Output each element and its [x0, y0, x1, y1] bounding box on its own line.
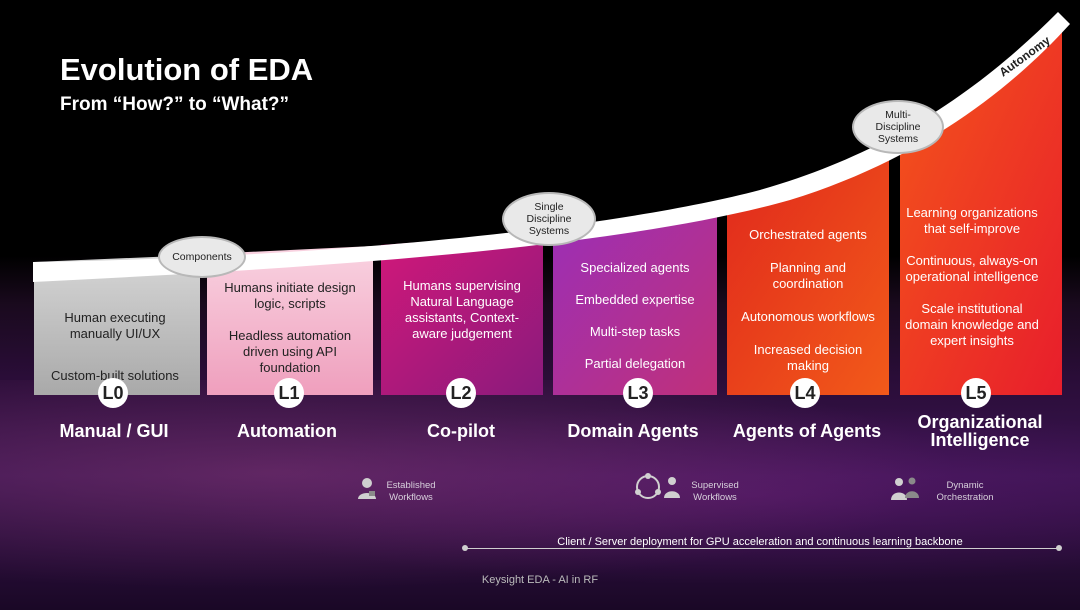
single-line-3: Systems — [528, 225, 570, 237]
multi-line-1: Multi- — [885, 109, 911, 121]
level-badge-l5: L5 — [961, 378, 991, 408]
l3-item: Specialized agents — [580, 260, 690, 275]
deployment-line — [465, 548, 1059, 549]
column-l1-text: Humans initiate design logic, scripts He… — [214, 280, 366, 376]
workflow-supervised-label: Supervised Workflows — [684, 480, 746, 504]
level-name-l5: Organizational Intelligence — [917, 412, 1043, 450]
l4-item: Autonomous workflows — [741, 309, 875, 324]
l1-item: Headless automation driven using API fou… — [228, 328, 352, 375]
components-bubble-label: Components — [172, 251, 232, 263]
single-line-1: Single — [534, 201, 564, 213]
column-l3-text: Specialized agents Embedded expertise Mu… — [560, 260, 710, 372]
deployment-line-start-dot — [462, 545, 468, 551]
level-badge-l2: L2 — [446, 378, 476, 408]
people-cycle-icon — [635, 473, 680, 499]
l5-item: Learning organizations that self-improve — [906, 205, 1038, 236]
workflow-established-label: Established Workflows — [380, 480, 442, 504]
footer-brand: Keysight EDA - AI in RF — [481, 574, 599, 586]
level-name-l3: Domain Agents — [567, 421, 699, 441]
l3-item: Multi-step tasks — [589, 324, 681, 339]
level-badge-l4: L4 — [790, 378, 820, 408]
level-name-l4: Agents of Agents — [732, 421, 882, 441]
column-l4-text: Orchestrated agents Planning and coordin… — [735, 227, 881, 374]
column-l0-text: Human executing manually UI/UX Custom-bu… — [40, 310, 190, 384]
wf3-line2: Orchestration — [936, 492, 994, 503]
l5-item: Scale institutional domain knowledge and… — [905, 301, 1039, 348]
column-l2-panel — [381, 233, 543, 395]
column-l1-panel — [207, 246, 373, 395]
level-badge-l1: L1 — [274, 378, 304, 408]
level-name-l0: Manual / GUI — [59, 421, 169, 441]
level-name-l1: Automation — [237, 421, 337, 441]
column-l2-text: Humans supervising Natural Language assi… — [390, 278, 534, 342]
column-l5-text: Learning organizations that self-improve… — [902, 205, 1042, 349]
l1-item: Humans initiate design logic, scripts — [224, 280, 356, 311]
l2-item: Humans supervising Natural Language assi… — [403, 278, 521, 341]
deployment-caption: Client / Server deployment for GPU accel… — [557, 536, 963, 548]
column-l0-panel — [34, 255, 200, 395]
l0-item: Human executing manually UI/UX — [64, 310, 166, 341]
deployment-line-end-dot — [1056, 545, 1062, 551]
l0-item: Custom-built solutions — [51, 368, 179, 383]
single-discipline-bubble: Single Discipline Systems — [502, 192, 596, 246]
components-bubble: Components — [158, 236, 246, 278]
wf2-line1: Supervised — [691, 480, 739, 491]
page-subtitle: From “How?” to “What?” — [60, 94, 290, 115]
multi-discipline-bubble: Multi- Discipline Systems — [852, 100, 944, 154]
column-l3-panel — [553, 205, 717, 395]
l4-item: Increased decision making — [753, 342, 863, 373]
multi-line-2: Discipline — [875, 121, 921, 133]
wf3-line1: Dynamic — [946, 480, 984, 491]
l4-item: Planning and coordination — [770, 260, 846, 291]
l4-item: Orchestrated agents — [749, 227, 867, 242]
l3-item: Partial delegation — [584, 356, 686, 371]
l5-item: Continuous, always-on operational intell… — [905, 253, 1039, 284]
multi-line-3: Systems — [877, 133, 919, 145]
workflow-dynamic-label: Dynamic Orchestration — [928, 480, 1002, 504]
level-name-l2: Co-pilot — [427, 421, 495, 441]
column-l5-panel — [900, 22, 1062, 395]
page-title: Evolution of EDA — [60, 52, 314, 87]
people-orchestration-icon — [891, 477, 919, 500]
column-l4-panel — [727, 150, 889, 395]
wf1-line2: Workflows — [389, 492, 433, 503]
single-discipline-label: Single Discipline Systems — [527, 201, 572, 237]
l3-item: Embedded expertise — [575, 292, 695, 307]
level-badge-l0: L0 — [98, 378, 128, 408]
single-line-2: Discipline — [526, 213, 572, 225]
wf2-line2: Workflows — [693, 492, 737, 503]
multi-discipline-label: Multi- Discipline Systems — [876, 109, 921, 145]
person-icon — [358, 478, 376, 499]
wf1-line1: Established — [386, 480, 436, 491]
level-badge-l3: L3 — [623, 378, 653, 408]
